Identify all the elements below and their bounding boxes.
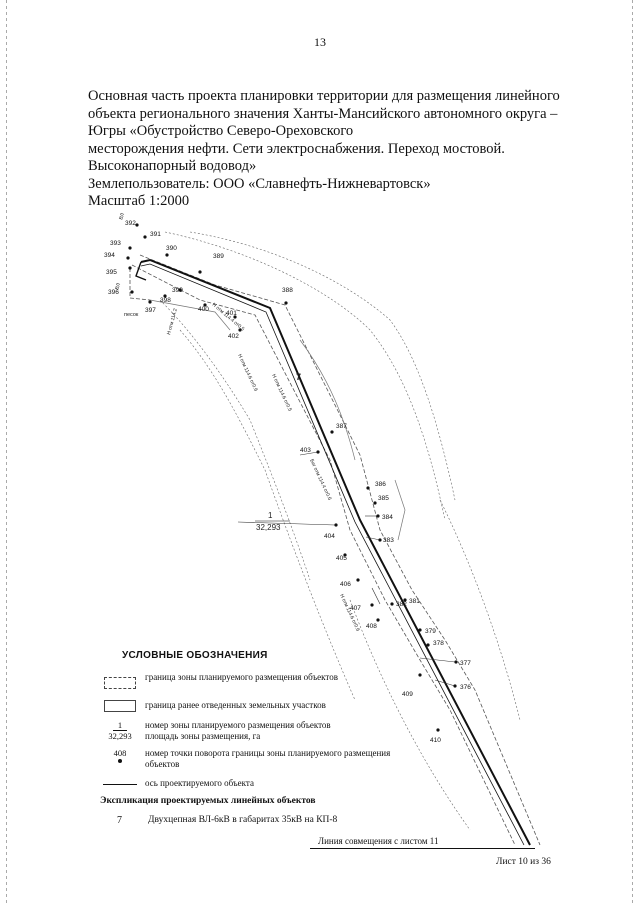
pt-label: 376 xyxy=(460,684,471,691)
dashed-box-icon xyxy=(100,677,140,691)
pt-label: 410 xyxy=(430,737,441,744)
title-line-4: месторождения нефти. Сети электроснабжен… xyxy=(88,140,505,157)
legend-item-turn-point: 408 номер точки поворота границы зоны пл… xyxy=(100,748,400,772)
object-label: песок xyxy=(124,312,139,318)
object-label: Бег отм 114.4 от0.6 xyxy=(308,458,332,501)
pt-label: 403 xyxy=(300,447,311,454)
fraction-top: 1 xyxy=(112,720,128,731)
pt-label: 381 xyxy=(409,598,420,605)
zone-number: 1 xyxy=(268,511,273,520)
pt-label: 404 xyxy=(324,533,335,540)
pt-label: 386 xyxy=(375,481,386,488)
pt-label: 395 xyxy=(106,269,117,276)
pt-label: 400 xyxy=(198,306,209,313)
title-line-5: Высоконапорный водовод» xyxy=(88,158,257,174)
pt-label: 398 xyxy=(160,297,171,304)
zone-boundary xyxy=(129,254,541,846)
pt-label: 396 xyxy=(108,289,119,296)
axis-line-icon xyxy=(100,778,140,788)
point-symbol: 408 xyxy=(100,748,140,763)
pt-label: 387 xyxy=(336,423,347,430)
explication-text: Двухцепная ВЛ-6кВ в габаритах 35кВ на КП… xyxy=(148,815,338,825)
explication-number: 7 xyxy=(117,815,122,826)
fraction-symbol: 1 32,293 xyxy=(100,720,140,741)
left-scan-edge xyxy=(6,0,7,905)
legend-item-zone-number: 1 32,293 номер зоны планируемого размеще… xyxy=(100,720,400,744)
pt-label: 402 xyxy=(228,333,239,340)
pt-label: 405 xyxy=(336,555,347,562)
point-dot-icon xyxy=(118,759,122,763)
pt-label: 393 xyxy=(110,240,121,247)
object-label: ВЛ xyxy=(118,212,126,220)
explication-title: Экспликация проектируемых линейных объек… xyxy=(100,796,316,806)
pt-label: 389 xyxy=(213,253,224,260)
legend-title: УСЛОВНЫЕ ОБОЗНАЧЕНИЯ xyxy=(122,650,268,661)
turning-points xyxy=(126,223,458,732)
legend-item-zone-boundary: граница зоны планируемого размещения объ… xyxy=(100,672,400,694)
sheet-label: Лист 10 из 36 xyxy=(496,857,551,867)
pt-label: 397 xyxy=(145,307,156,314)
object-label: Н отм 114.2 xyxy=(166,308,179,336)
scale-line: Масштаб 1:2000 xyxy=(88,193,190,209)
object-label: Н отм 114.6 от0.5 xyxy=(270,373,293,412)
legend-item-axis: ось проектируемого объекта xyxy=(100,778,400,790)
zone-area: 32,293 xyxy=(256,523,281,532)
legend-text: граница ранее отведенных земельных участ… xyxy=(145,700,326,710)
title-block: Основная часть проекта планировки террит… xyxy=(88,88,560,211)
pt-label: 407 xyxy=(350,605,361,612)
terrain-contours xyxy=(159,231,521,831)
legend-item-allotment: граница ранее отведенных земельных участ… xyxy=(100,700,400,714)
point-number: 408 xyxy=(113,748,127,758)
leader-lines xyxy=(237,451,456,687)
pt-label: 382 xyxy=(396,601,407,608)
pt-label: 394 xyxy=(104,252,115,259)
object-number: 7 xyxy=(296,372,301,382)
pt-label: 379 xyxy=(425,628,436,635)
pt-label: 409 xyxy=(402,691,413,698)
title-line-3: Югры «Обустройство Северо-Ореховского xyxy=(88,123,354,139)
page-number: 13 xyxy=(314,35,326,49)
legend-text: номер точки поворота границы зоны планир… xyxy=(145,748,391,769)
point-labels: 392 391 390 389 393 394 395 396 397 398 … xyxy=(104,220,471,744)
pt-label: 383 xyxy=(383,537,394,544)
legend-text: граница зоны планируемого размещения объ… xyxy=(145,672,338,682)
pt-label: 378 xyxy=(433,640,444,647)
pt-label: 388 xyxy=(282,287,293,294)
object-label: ВЛ xyxy=(114,282,122,290)
legend-text: ось проектируемого объекта xyxy=(145,778,254,788)
pt-label: 384 xyxy=(382,514,393,521)
pt-label: 406 xyxy=(340,581,351,588)
pt-label: 392 xyxy=(125,220,136,227)
pt-label: 401 xyxy=(226,310,237,317)
solid-box-icon xyxy=(100,700,140,714)
pt-label: 377 xyxy=(460,660,471,667)
object-axis xyxy=(135,258,531,846)
pt-label: 385 xyxy=(378,495,389,502)
pt-label: 391 xyxy=(150,231,161,238)
title-line-1: Основная часть проекта планировки террит… xyxy=(88,88,560,104)
pt-label: 390 xyxy=(166,245,177,252)
right-scan-edge xyxy=(632,0,633,905)
pt-label: 408 xyxy=(366,623,377,630)
fraction-bottom: 32,293 xyxy=(108,731,132,741)
land-user-line: Землепользователь: ООО «Славнефть-Нижнев… xyxy=(88,175,431,192)
title-line-2: объекта регионального значения Ханты-Ман… xyxy=(88,105,558,122)
combine-rule xyxy=(310,848,535,849)
object-label: Н отм 114.6 от0.6 xyxy=(338,593,361,632)
object-label: Н отм 114.6 от0.6 xyxy=(236,353,259,392)
legend-text: номер зоны планируемого размещения объек… xyxy=(145,720,331,741)
pt-label: 399 xyxy=(172,287,183,294)
allotment-boundary xyxy=(149,299,406,541)
combine-line-label: Линия совмещения с листом 11 xyxy=(318,836,439,846)
